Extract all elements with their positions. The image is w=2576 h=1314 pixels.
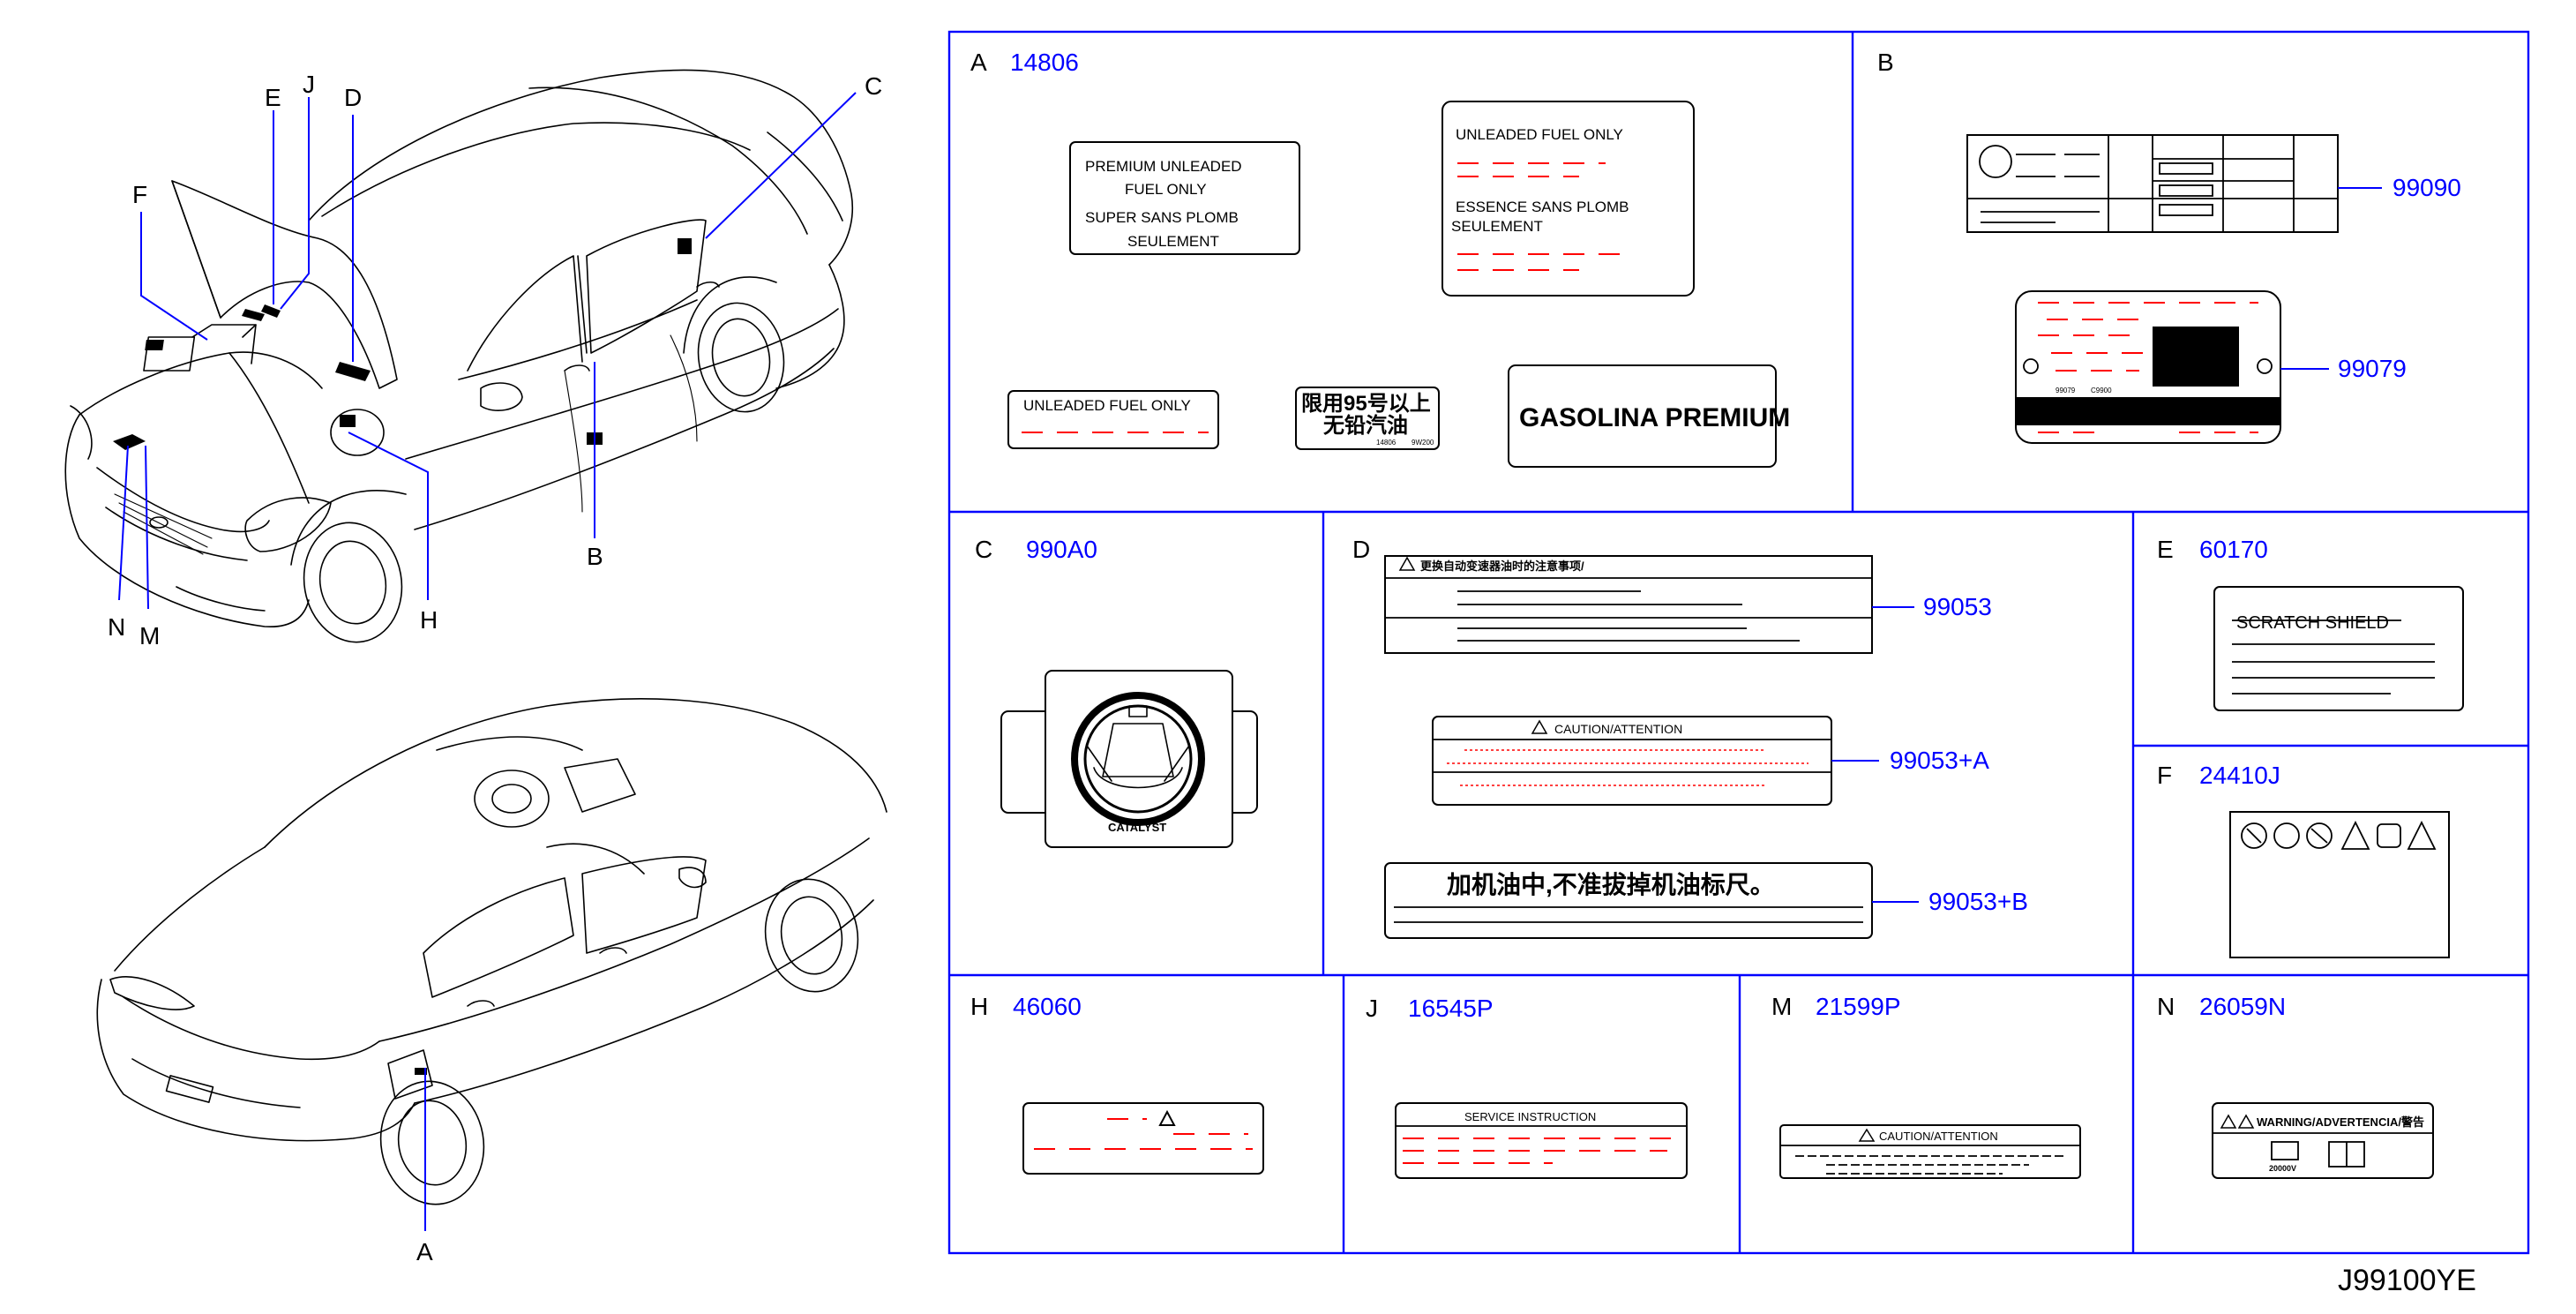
svg-text:N: N: [2157, 993, 2175, 1020]
label-high-voltage-warning: [2212, 1102, 2434, 1179]
unleaded-small-text: UNLEADED FUEL ONLY: [1023, 397, 1191, 414]
svg-text:C: C: [975, 536, 992, 563]
premium-line-2: FUEL ONLY: [1125, 181, 1207, 198]
label-unleaded-small: [1007, 390, 1219, 449]
scratch-text: SCRATCH SHIELD: [2236, 613, 2389, 633]
panel-grid: [947, 30, 2530, 1255]
label-service-instruction: [1395, 1102, 1688, 1179]
panel-a-letter: A: [970, 49, 987, 76]
callout-c: C: [865, 72, 882, 100]
panel-m: M 21599P CAUTION/ATTENTION: [1771, 993, 2081, 1179]
emission-code-2: C9900: [2091, 387, 2112, 394]
label-99053-b: [1384, 862, 1873, 939]
d-header-cn: 更换自动变速器油时的注意事项/: [1420, 559, 1584, 573]
panel-h-part-number: 46060: [1013, 993, 1082, 1020]
premium-line-1: PREMIUM UNLEADED: [1085, 158, 1242, 175]
callout-f: F: [132, 181, 147, 208]
svg-text:E: E: [2157, 536, 2174, 563]
panel-d-part-number-2: 99053+A: [1890, 747, 1989, 774]
upper-callout-letters: E J D C F B H N M: [108, 71, 882, 649]
panel-b-part-number-2: 99079: [2338, 355, 2407, 382]
panel-d-part-number-3: 99053+B: [1928, 888, 2028, 915]
panel-d-part-number-1: 99053: [1923, 593, 1992, 620]
callout-n: N: [108, 613, 125, 641]
n-voltage: 20000V: [2269, 1164, 2296, 1173]
upper-callout-lines: [118, 92, 857, 610]
svg-text:J: J: [1366, 995, 1378, 1022]
callout-e: E: [265, 84, 281, 111]
label-chinese-unleaded: [1295, 387, 1440, 450]
panel-c-part-number: 990A0: [1026, 536, 1097, 563]
upper-car-drawing: [64, 69, 854, 643]
chinese-small-2: 9W200: [1412, 439, 1434, 447]
svg-text:H: H: [970, 993, 988, 1020]
callout-m: M: [139, 622, 160, 649]
m-caution: CAUTION/ATTENTION: [1879, 1130, 1998, 1143]
battery-warning-icons: [2241, 820, 2437, 850]
svg-text:F: F: [2157, 762, 2172, 789]
service-text: SERVICE INSTRUCTION: [1464, 1110, 1596, 1123]
d-cn-big: 加机油中,不准拔掉机油标尺。: [1447, 871, 1775, 898]
gasolina-text: GASOLINA PREMIUM: [1519, 403, 1790, 432]
panel-n: N 26059N WARNING/ADVERTENCIA/警告 20000V: [2157, 993, 2434, 1179]
svg-text:B: B: [1877, 49, 1894, 76]
essence-line-2: SEULEMENT: [1451, 218, 1543, 235]
label-premium-unleaded: [1069, 141, 1300, 255]
callout-h: H: [420, 606, 438, 634]
panel-a-part-number: 14806: [1010, 49, 1079, 76]
panel-m-part-number: 21599P: [1816, 993, 1901, 1020]
label-fuel-warning: [1022, 1102, 1264, 1175]
panel-f: F 24410J: [2157, 762, 2450, 958]
panel-h: H 46060: [970, 993, 1264, 1175]
callout-b: B: [587, 543, 603, 570]
panel-b-part-number-1: 99090: [2393, 174, 2461, 201]
callout-j: J: [303, 71, 315, 98]
d-caution: CAUTION/ATTENTION: [1554, 722, 1682, 736]
lower-car-drawing: [96, 698, 887, 1205]
panel-j: J 16545P SERVICE INSTRUCTION: [1366, 995, 1688, 1179]
panel-n-part-number: 26059N: [2199, 993, 2286, 1020]
callout-d: D: [344, 84, 362, 111]
n-warning: WARNING/ADVERTENCIA/警告: [2257, 1115, 2424, 1129]
panel-e-part-number: 60170: [2199, 536, 2268, 563]
chinese-line-2: 无铅汽油: [1323, 413, 1408, 438]
panel-f-part-number: 24410J: [2199, 762, 2280, 789]
premium-line-4: SEULEMENT: [1127, 233, 1219, 250]
panel-e: E 60170 SCRATCH SHIELD: [2157, 536, 2464, 711]
callout-a: A: [416, 1238, 433, 1265]
svg-text:D: D: [1352, 536, 1370, 563]
panel-a: A 14806 PREMIUM UNLEADED FUEL ONLY SUPER…: [970, 49, 1790, 468]
panel-d: D 更换自动变速器油时的注意事项/ 99053 CAUTION/ATTENTIO…: [1352, 536, 2028, 939]
panel-b: B 99090 99079 C9900 990: [1877, 49, 2461, 444]
emission-code-1: 99079: [2056, 387, 2076, 394]
catalyst-text: CATALYST: [1108, 821, 1166, 834]
premium-line-3: SUPER SANS PLOMB: [1085, 209, 1239, 226]
label-gasolina-premium: [1508, 364, 1777, 468]
drawing-id: J99100YE: [2338, 1264, 2476, 1297]
panel-j-part-number: 16545P: [1408, 995, 1494, 1022]
chinese-line-1: 限用95号以上: [1301, 392, 1431, 416]
label-scratch-shield: [2213, 586, 2464, 711]
essence-line-1: ESSENCE SANS PLOMB: [1456, 199, 1629, 215]
svg-text:M: M: [1771, 993, 1792, 1020]
label-unleaded-essence: [1442, 101, 1695, 297]
unleaded-en: UNLEADED FUEL ONLY: [1456, 126, 1623, 143]
panel-c: C 990A0 CATALYST: [975, 536, 1258, 848]
chinese-small-1: 14806: [1376, 439, 1397, 447]
